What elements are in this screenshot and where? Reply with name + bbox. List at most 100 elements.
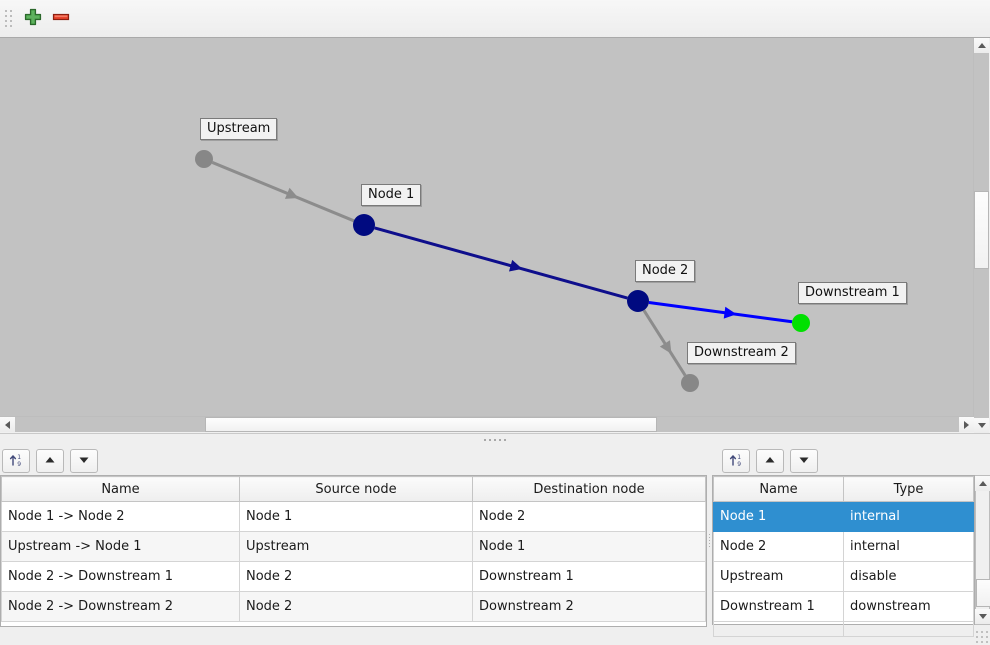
canvas-vertical-scrollbar[interactable] (973, 38, 990, 433)
edge-source-cell[interactable]: Node 1 (239, 501, 473, 532)
add-button[interactable] (19, 5, 47, 33)
edges-panel: 1 9 Name (0, 445, 707, 627)
nodes-sort-button[interactable]: 1 9 (722, 449, 750, 473)
node-type-cell[interactable]: internal (843, 531, 974, 562)
triangle-up-icon (43, 453, 57, 470)
graph-edge-node1-node2[interactable] (374, 226, 628, 300)
scroll-down-arrow[interactable] (974, 418, 989, 433)
drag-handle[interactable] (3, 7, 13, 31)
nodes-scroll-up-arrow[interactable] (975, 476, 990, 491)
empty-cell (843, 621, 974, 637)
graph-edge-node2-downstream2[interactable] (642, 309, 687, 377)
nodes-vertical-scrollbar[interactable] (975, 475, 990, 625)
column-header-source[interactable]: Source node (239, 476, 473, 502)
node-name-cell[interactable]: Node 2 (713, 531, 844, 562)
edges-sort-button[interactable]: 1 9 (2, 449, 30, 473)
canvas-horizontal-scrollbar[interactable] (0, 416, 974, 433)
node-type-cell[interactable]: disable (843, 561, 974, 592)
graph-edge-arrow-upstream-node1 (284, 187, 299, 199)
chevron-up-icon (978, 481, 987, 486)
nodes-scroll-thumb[interactable] (976, 579, 990, 607)
svg-text:1: 1 (17, 454, 21, 461)
graph-node-node2[interactable] (627, 290, 649, 312)
column-header-type[interactable]: Type (843, 476, 974, 502)
chevron-up-icon (977, 43, 986, 48)
edge-destination-cell[interactable]: Node 1 (472, 531, 706, 562)
edge-name-cell[interactable]: Upstream -> Node 1 (1, 531, 240, 562)
graph-node-label-upstream[interactable]: Upstream (200, 118, 278, 140)
edge-name-cell[interactable]: Node 2 -> Downstream 1 (1, 561, 240, 592)
remove-icon (51, 7, 71, 30)
graph-node-node1[interactable] (353, 214, 375, 236)
edge-source-cell[interactable]: Upstream (239, 531, 473, 562)
add-icon (23, 7, 43, 30)
graph-node-downstream2[interactable] (681, 374, 699, 392)
row-drag-handle[interactable] (706, 527, 710, 553)
scroll-right-arrow[interactable] (959, 417, 974, 432)
node-name-cell[interactable]: Downstream 1 (713, 591, 844, 622)
graph-node-label-downstream2[interactable]: Downstream 2 (687, 342, 796, 364)
scroll-left-arrow[interactable] (0, 417, 15, 432)
edges-move-down-button[interactable] (70, 449, 98, 473)
scroll-up-arrow[interactable] (974, 38, 989, 53)
edge-name-cell[interactable]: Node 2 -> Downstream 2 (1, 591, 240, 622)
node-name-cell[interactable]: Upstream (713, 561, 844, 592)
column-header-destination[interactable]: Destination node (472, 476, 706, 502)
edge-destination-cell[interactable]: Downstream 2 (472, 591, 706, 622)
nodes-move-up-button[interactable] (756, 449, 784, 473)
nodes-scroll-down-arrow[interactable] (975, 609, 990, 624)
nodes-toolbar: 1 9 (710, 445, 990, 475)
window-resize-grip[interactable] (972, 627, 988, 643)
graph-node-upstream[interactable] (195, 150, 213, 168)
chevron-down-icon (977, 423, 986, 428)
remove-button[interactable] (47, 5, 75, 33)
nodes-panel: 1 9 (706, 445, 990, 637)
chevron-right-icon (964, 420, 969, 429)
vertical-scroll-track[interactable] (974, 53, 989, 418)
edges-move-up-button[interactable] (36, 449, 64, 473)
main-toolbar (0, 0, 990, 38)
node-type-cell[interactable]: internal (843, 501, 974, 532)
column-header-name[interactable]: Name (1, 476, 240, 502)
graph-node-downstream1[interactable] (792, 314, 810, 332)
panel-splitter[interactable] (0, 433, 990, 446)
empty-cell (713, 621, 844, 637)
edge-name-cell[interactable]: Node 1 -> Node 2 (1, 501, 240, 532)
graph-edge-node2-downstream1[interactable] (648, 300, 793, 324)
graph-edge-upstream-node1[interactable] (211, 161, 355, 223)
splitter-grip (484, 439, 506, 441)
column-header-name[interactable]: Name (713, 476, 844, 502)
graph-node-label-node2[interactable]: Node 2 (635, 260, 696, 282)
svg-text:1: 1 (737, 454, 741, 461)
horizontal-scroll-thumb[interactable] (205, 417, 657, 432)
graph-node-label-downstream1[interactable]: Downstream 1 (798, 282, 907, 304)
edge-destination-cell[interactable]: Node 2 (472, 501, 706, 532)
horizontal-scroll-track[interactable] (15, 417, 959, 432)
edge-destination-cell[interactable]: Downstream 1 (472, 561, 706, 592)
node-type-cell[interactable]: downstream (843, 591, 974, 622)
chevron-down-icon (978, 614, 987, 619)
triangle-down-icon (797, 453, 811, 470)
svg-text:9: 9 (17, 461, 21, 468)
edges-table[interactable]: Name Source node Destination node Node 1… (1, 476, 706, 622)
graph-node-label-node1[interactable]: Node 1 (361, 184, 422, 206)
edges-table-container[interactable]: Name Source node Destination node Node 1… (0, 475, 707, 627)
vertical-scroll-thumb[interactable] (974, 191, 989, 269)
edge-source-cell[interactable]: Node 2 (239, 591, 473, 622)
nodes-move-down-button[interactable] (790, 449, 818, 473)
graph-edge-arrow-node2-downstream2 (659, 340, 672, 354)
edge-source-cell[interactable]: Node 2 (239, 561, 473, 592)
node-name-cell[interactable]: Node 1 (713, 501, 844, 532)
